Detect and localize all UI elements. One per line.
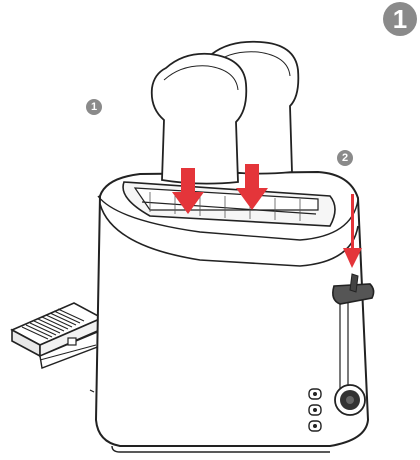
control-buttons (309, 389, 321, 431)
callout-2-badge: 2 (337, 150, 353, 166)
step-number-badge: 1 (383, 2, 417, 36)
control-knob-icon (335, 385, 365, 415)
bread-slice-icon (152, 54, 247, 184)
crumb-tray-icon (12, 303, 102, 368)
callout-1-badge: 1 (86, 99, 102, 115)
